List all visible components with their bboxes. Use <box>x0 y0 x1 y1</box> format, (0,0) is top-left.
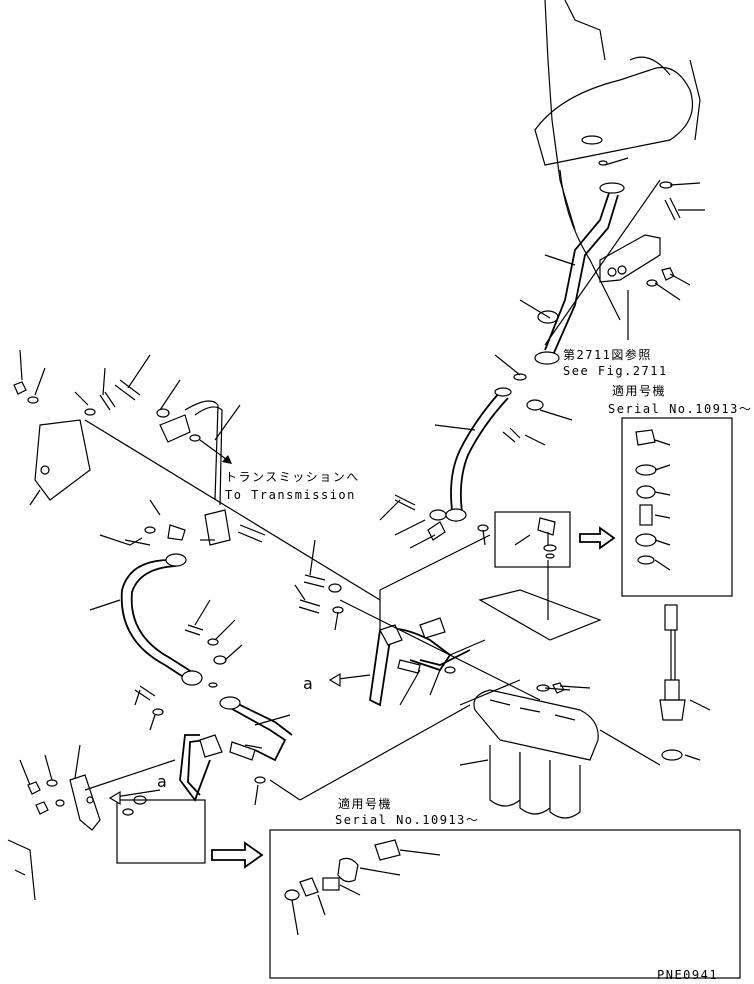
inset-box-right <box>621 417 733 597</box>
ref-fig-label-jp: 第2711図参照 <box>563 348 652 362</box>
to-transmission-label-en: To Transmission <box>225 488 356 502</box>
leader-lines-top <box>494 157 705 376</box>
middle-hose <box>434 387 573 522</box>
inset-box-bottom <box>269 829 741 979</box>
upper-pipe <box>534 182 625 365</box>
inset-box-small <box>478 511 616 641</box>
ref-fig-label-en: See Fig.2711 <box>563 364 668 378</box>
inset-box-bottom-left <box>116 795 264 869</box>
left-hose <box>89 499 243 688</box>
serial-label-bottom: Serial No.10913～ <box>335 813 480 827</box>
arrow-a-label-2: a <box>157 772 167 791</box>
to-transmission-arrow <box>199 439 232 464</box>
applicable-label-top: 適用号機 <box>612 384 667 398</box>
lower-left-pipes <box>134 685 471 806</box>
serial-label-top: Serial No.10913～ <box>608 402 753 416</box>
center-pipes <box>294 539 541 707</box>
applicable-label-bottom: 適用号機 <box>338 797 393 811</box>
lower-left-bracket <box>7 744 176 901</box>
reference-line-long <box>84 419 381 601</box>
drawing-code: PNE0941 <box>657 968 719 982</box>
mid-right-parts <box>379 494 491 630</box>
upper-bracket <box>599 234 661 283</box>
transmission-housing <box>534 0 701 321</box>
arrow-a-label-1: a <box>303 674 313 693</box>
to-transmission-label-jp: トランスミッションへ <box>225 470 360 484</box>
sensor-connector <box>659 604 711 761</box>
left-top-parts <box>13 349 266 546</box>
filter-assembly <box>459 679 661 819</box>
arrow-a-markers <box>108 672 371 806</box>
